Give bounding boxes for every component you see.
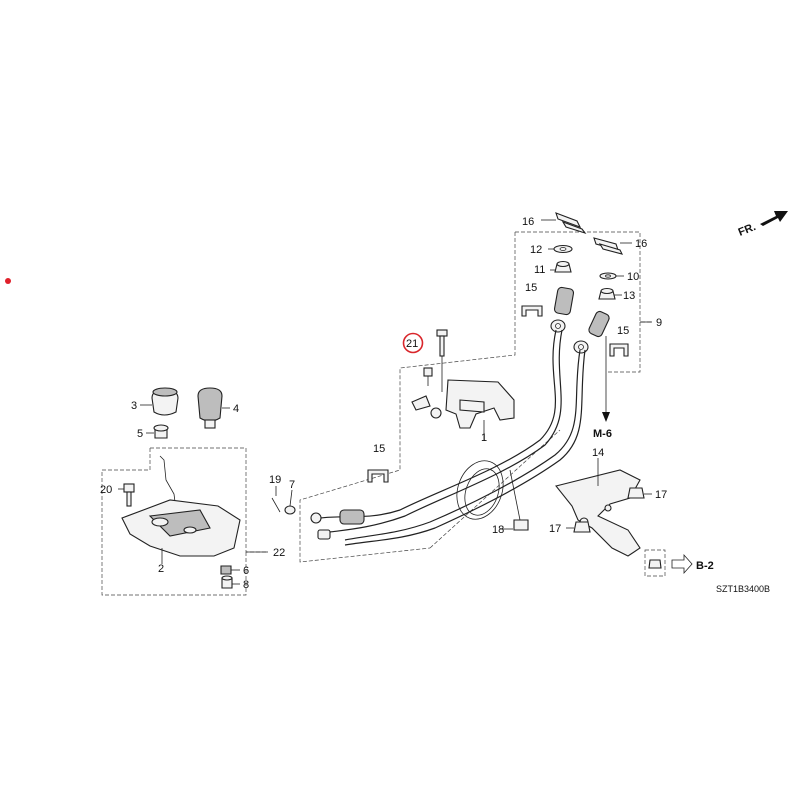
callout-22: 22 bbox=[273, 547, 285, 559]
bracket-1 bbox=[411, 367, 515, 440]
callout-labels: 16 16 12 11 10 13 15 9 15 21 M-6 1 15 14… bbox=[100, 216, 770, 594]
bolt-17-left bbox=[566, 521, 591, 533]
callout-3: 3 bbox=[131, 400, 137, 412]
clip-15-right bbox=[609, 343, 629, 357]
m6-reference bbox=[602, 336, 610, 422]
callout-11: 11 bbox=[534, 264, 545, 276]
b2-arrow-icon bbox=[671, 553, 693, 575]
front-arrow-icon bbox=[760, 211, 788, 226]
callout-16-top: 16 bbox=[522, 216, 534, 228]
pin-19 bbox=[271, 486, 281, 513]
nut-6 bbox=[220, 565, 240, 575]
callout-1: 1 bbox=[481, 432, 487, 444]
clip-16-right bbox=[593, 237, 632, 255]
ref-b2: B-2 bbox=[696, 560, 714, 572]
cable-end-upper-left bbox=[550, 286, 575, 333]
bolt-21 bbox=[436, 329, 448, 392]
cable-end-upper-right bbox=[573, 310, 610, 354]
shift-lever-box bbox=[101, 447, 268, 596]
callout-17-right: 17 bbox=[655, 489, 667, 501]
shift-cables bbox=[319, 329, 586, 546]
callout-7: 7 bbox=[289, 479, 295, 491]
callout-16-right: 16 bbox=[635, 238, 647, 250]
callout-15-upper: 15 bbox=[525, 282, 537, 294]
callout-15-lower: 15 bbox=[373, 443, 385, 455]
washer-10 bbox=[599, 272, 624, 280]
bolt-17-right bbox=[627, 487, 652, 499]
shift-knob-3 bbox=[140, 387, 179, 416]
b2-reference bbox=[644, 549, 693, 577]
nut-13 bbox=[598, 287, 622, 300]
callout-6: 6 bbox=[243, 565, 249, 577]
washer-7 bbox=[284, 489, 296, 515]
callout-14: 14 bbox=[592, 447, 604, 459]
callout-15-right: 15 bbox=[617, 325, 629, 337]
bracket-14 bbox=[555, 458, 641, 557]
boot-5 bbox=[146, 424, 169, 439]
callout-21: 21 bbox=[406, 338, 418, 350]
callout-8: 8 bbox=[243, 579, 249, 591]
callout-20: 20 bbox=[100, 484, 112, 496]
shift-knob-4 bbox=[197, 387, 230, 429]
callout-5: 5 bbox=[137, 428, 143, 440]
callout-21-highlight-ring bbox=[402, 332, 424, 354]
cable-end-lower bbox=[310, 509, 365, 540]
bolt-20 bbox=[118, 483, 135, 507]
callout-13: 13 bbox=[623, 290, 635, 302]
callout-4: 4 bbox=[233, 403, 239, 415]
clip-15-upper bbox=[521, 305, 543, 317]
nut-11 bbox=[550, 260, 572, 273]
washer-12 bbox=[548, 244, 573, 254]
red-dot-marker bbox=[5, 278, 11, 284]
shift-lever-2 bbox=[121, 455, 241, 564]
callout-17-left: 17 bbox=[549, 523, 561, 535]
clip-15-lower bbox=[367, 469, 389, 483]
callout-9: 9 bbox=[656, 317, 662, 329]
callout-2: 2 bbox=[158, 563, 164, 575]
drawing-code: SZT1B3400B bbox=[716, 584, 770, 594]
callout-12: 12 bbox=[530, 244, 542, 256]
front-label: FR. bbox=[737, 221, 758, 239]
callout-19: 19 bbox=[269, 474, 281, 486]
front-direction-indicator: FR. bbox=[737, 211, 788, 239]
bushing-8 bbox=[221, 575, 240, 589]
ref-m6: M-6 bbox=[593, 428, 612, 440]
callout-10: 10 bbox=[627, 271, 639, 283]
clip-16-top bbox=[541, 212, 587, 235]
callout-18: 18 bbox=[492, 524, 504, 536]
clamp-18 bbox=[500, 469, 529, 531]
